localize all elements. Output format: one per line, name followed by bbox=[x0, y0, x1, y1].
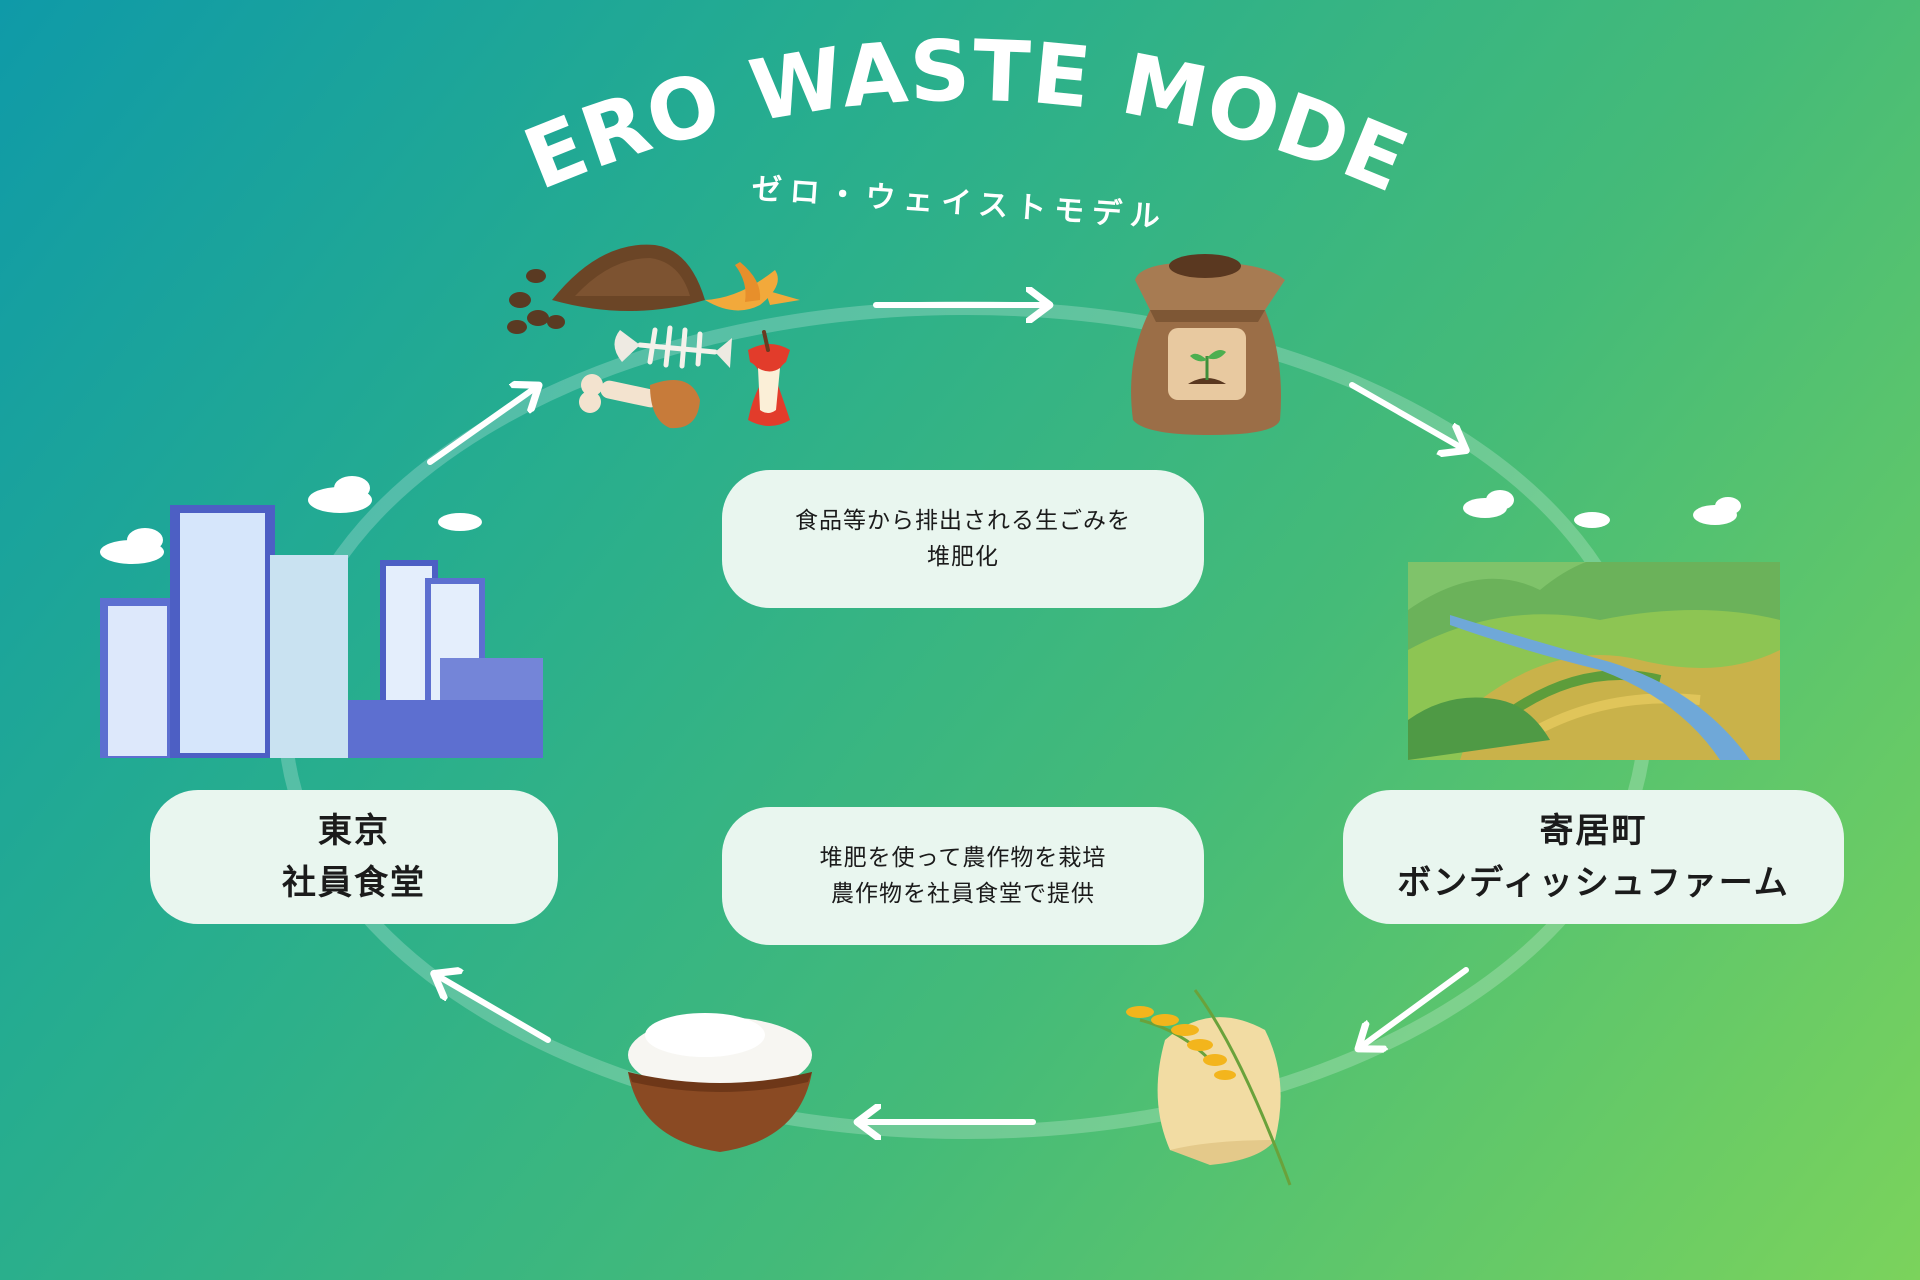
node-tokyo: 東京 社員食堂 bbox=[150, 790, 558, 924]
arrow-farm-to-rice bbox=[1362, 967, 1469, 1046]
farming-note-line2: 農作物を社員食堂で提供 bbox=[831, 881, 1095, 907]
farming-note-line1: 堆肥を使って農作物を栽培 bbox=[819, 845, 1107, 871]
node-farm-line2: ボンディッシュファーム bbox=[1397, 863, 1790, 903]
node-tokyo-line2: 社員食堂 bbox=[282, 863, 426, 903]
flow-arrows bbox=[427, 305, 1469, 1122]
arrow-bowl-to-tokyo bbox=[438, 976, 551, 1043]
farming-note: 堆肥を使って農作物を栽培 農作物を社員食堂で提供 bbox=[722, 807, 1204, 945]
arrow-compost-to-farm bbox=[1349, 382, 1462, 448]
node-tokyo-line1: 東京 bbox=[318, 811, 390, 851]
node-farm-line1: 寄居町 bbox=[1539, 811, 1648, 851]
arrow-tokyo-to-waste bbox=[427, 388, 535, 465]
node-farm: 寄居町 ボンディッシュファーム bbox=[1343, 790, 1844, 924]
compost-note-line1: 食品等から排出される生ごみを bbox=[795, 508, 1131, 534]
compost-note: 食品等から排出される生ごみを 堆肥化 bbox=[722, 470, 1204, 608]
compost-note-line2: 堆肥化 bbox=[927, 544, 999, 570]
